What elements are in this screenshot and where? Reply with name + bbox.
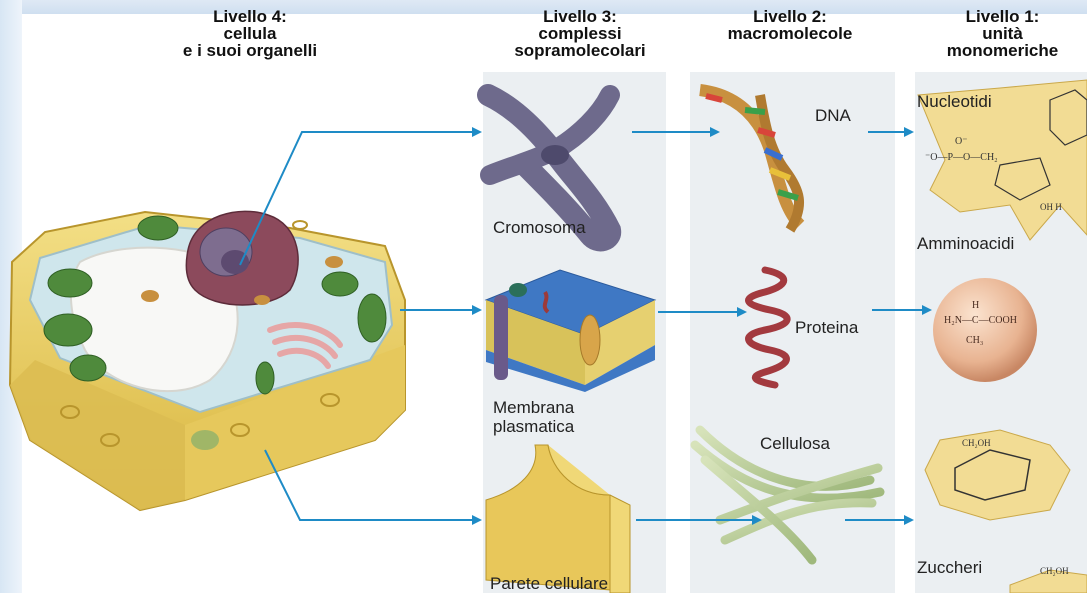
label-dna: DNA <box>815 106 851 125</box>
membrane-illustration <box>486 270 655 392</box>
protein-illustration <box>749 270 788 385</box>
label-membrana-line2: plasmatica <box>493 417 574 436</box>
amino-h-text: H <box>972 300 979 311</box>
label-zuccheri: Zuccheri <box>917 558 982 577</box>
label-nucleotidi: Nucleotidi <box>917 92 992 111</box>
amino-ch3-text: CH₃ <box>966 335 983 346</box>
svg-text:O⁻: O⁻ <box>955 136 968 147</box>
label-parete: Parete cellulare <box>490 574 608 593</box>
amino-main-text: H₂N—C—COOH <box>944 315 1017 326</box>
svg-text:⁻O—P—O—CH₂: ⁻O—P—O—CH₂ <box>925 152 998 163</box>
dna-illustration <box>700 90 800 230</box>
sugar2-ch2oh-text: CH₂OH <box>1040 566 1069 576</box>
plant-cell-illustration <box>10 211 405 510</box>
label-amminoacidi: Amminoacidi <box>917 234 1014 253</box>
label-proteina: Proteina <box>795 318 858 337</box>
amino-acid-illustration: H H₂N—C—COOH CH₃ <box>933 278 1037 382</box>
label-membrana: Membrana plasmatica <box>493 398 574 436</box>
label-cellulosa: Cellulosa <box>760 434 830 453</box>
label-membrana-line1: Membrana <box>493 398 574 417</box>
cell-wall-illustration <box>486 445 630 593</box>
svg-text:OH H: OH H <box>1040 202 1062 212</box>
label-cromosoma: Cromosoma <box>493 218 586 237</box>
sugar-ch2oh-text: CH₂OH <box>962 438 991 448</box>
